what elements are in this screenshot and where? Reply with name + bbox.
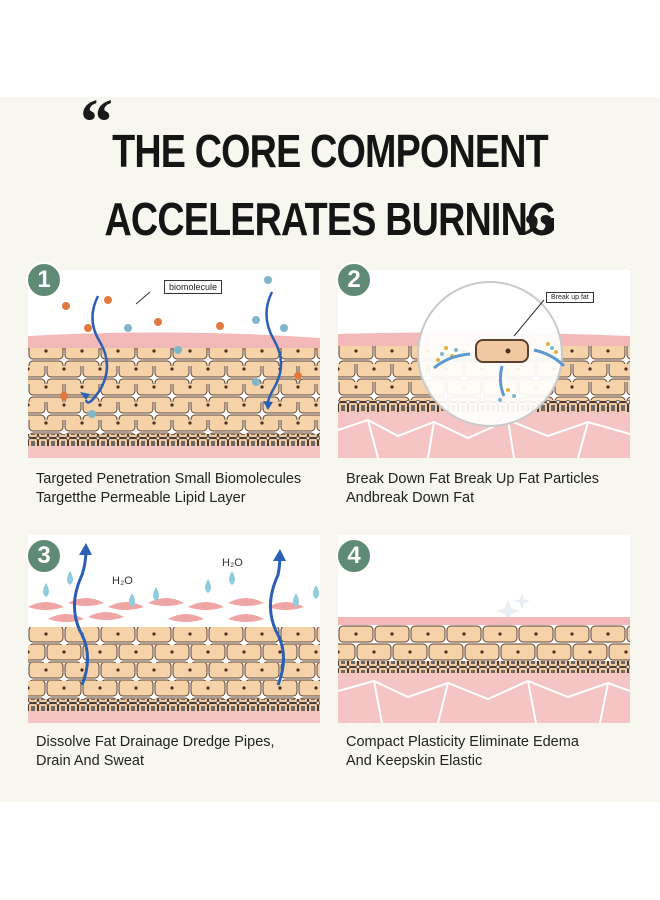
step-2-caption-line-1: Break Down Fat Break Up Fat Particles [346, 471, 600, 487]
step-4-caption-line-1: Compact Plasticity Eliminate Edema [346, 734, 579, 750]
step-3-caption-line-1: Dissolve Fat Drainage Dredge Pipes, [36, 734, 275, 750]
step-3-illustration: H₂O H₂O [28, 535, 320, 723]
step-4-caption-line-2: And Keepskin Elastic [346, 753, 483, 769]
step-3-caption: Dissolve Fat Drainage Dredge Pipes, Drai… [36, 733, 336, 771]
step-3-badge: 3 [26, 538, 62, 574]
step-1-caption: Targeted Penetration Small Biomolecules … [36, 470, 336, 508]
step-1-caption-line-1: Targeted Penetration Small Biomolecules [36, 471, 302, 487]
open-quote: “ [80, 86, 113, 159]
step-3-caption-line-2: Drain And Sweat [36, 753, 145, 769]
step-2-badge: 2 [336, 262, 372, 298]
h2o-label-left: H₂O [112, 575, 133, 587]
step-2-caption-line-2: Andbreak Down Fat [346, 490, 475, 506]
h2o-label-right: H₂O [222, 557, 243, 569]
step-4-caption: Compact Plasticity Eliminate Edema And K… [346, 733, 646, 771]
step-1-badge: 1 [26, 262, 62, 298]
step-4-badge: 4 [336, 538, 372, 574]
step-2-illustration: Break up fat [338, 270, 630, 458]
break-up-fat-label: Break up fat [546, 292, 594, 303]
step-1-illustration: biomolecule [28, 270, 320, 458]
close-quote: ” [522, 201, 555, 274]
biomolecule-label: biomolecule [164, 280, 223, 294]
step-1-caption-line-2: Targetthe Permeable Lipid Layer [36, 490, 246, 506]
step-4-illustration [338, 535, 630, 723]
headline-line-2: ACCELERATES BURNING [104, 193, 556, 245]
step-2-caption: Break Down Fat Break Up Fat Particles An… [346, 470, 646, 508]
headline-line-1: THE CORE COMPONENT [112, 125, 549, 177]
